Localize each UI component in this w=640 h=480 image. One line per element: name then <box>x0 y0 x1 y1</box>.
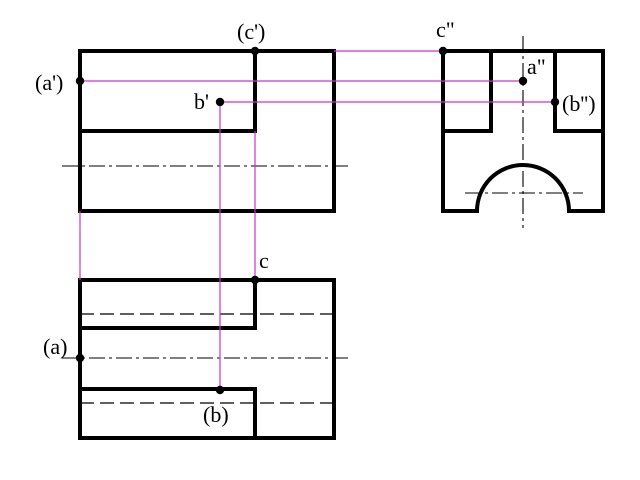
side-view-right-slot <box>553 49 605 133</box>
point-b-front <box>215 97 225 107</box>
point-b-top <box>215 385 225 395</box>
top-view-upper-step <box>78 278 257 330</box>
label-b-front: b' <box>194 89 209 114</box>
point-a-side <box>518 76 528 86</box>
point-b-side <box>550 97 560 107</box>
point-c-side <box>438 46 448 56</box>
label-b-top: (b) <box>203 402 229 427</box>
label-a-front: (a') <box>35 70 63 95</box>
top-view-lower-step <box>78 387 257 440</box>
front-view <box>62 49 352 213</box>
label-a-side: a" <box>527 54 546 79</box>
label-a-top: (a) <box>43 334 67 359</box>
label-c-front: (c') <box>237 19 265 44</box>
label-c-top: c <box>259 248 269 273</box>
label-c-side: c" <box>436 17 455 42</box>
label-b-side: (b'') <box>562 91 596 116</box>
point-c-front <box>250 46 260 56</box>
points <box>75 46 560 395</box>
side-view <box>441 36 605 228</box>
front-view-step-edge <box>78 49 257 133</box>
point-c-top <box>250 275 260 285</box>
point-labels: (a') b' (c') a" (b'') c" (a) (b) c <box>35 17 596 427</box>
side-view-left-slot <box>441 49 493 133</box>
projection-lines <box>79 50 555 390</box>
point-a-top <box>75 353 85 363</box>
point-a-front <box>75 76 85 86</box>
side-view-outline <box>441 49 605 213</box>
